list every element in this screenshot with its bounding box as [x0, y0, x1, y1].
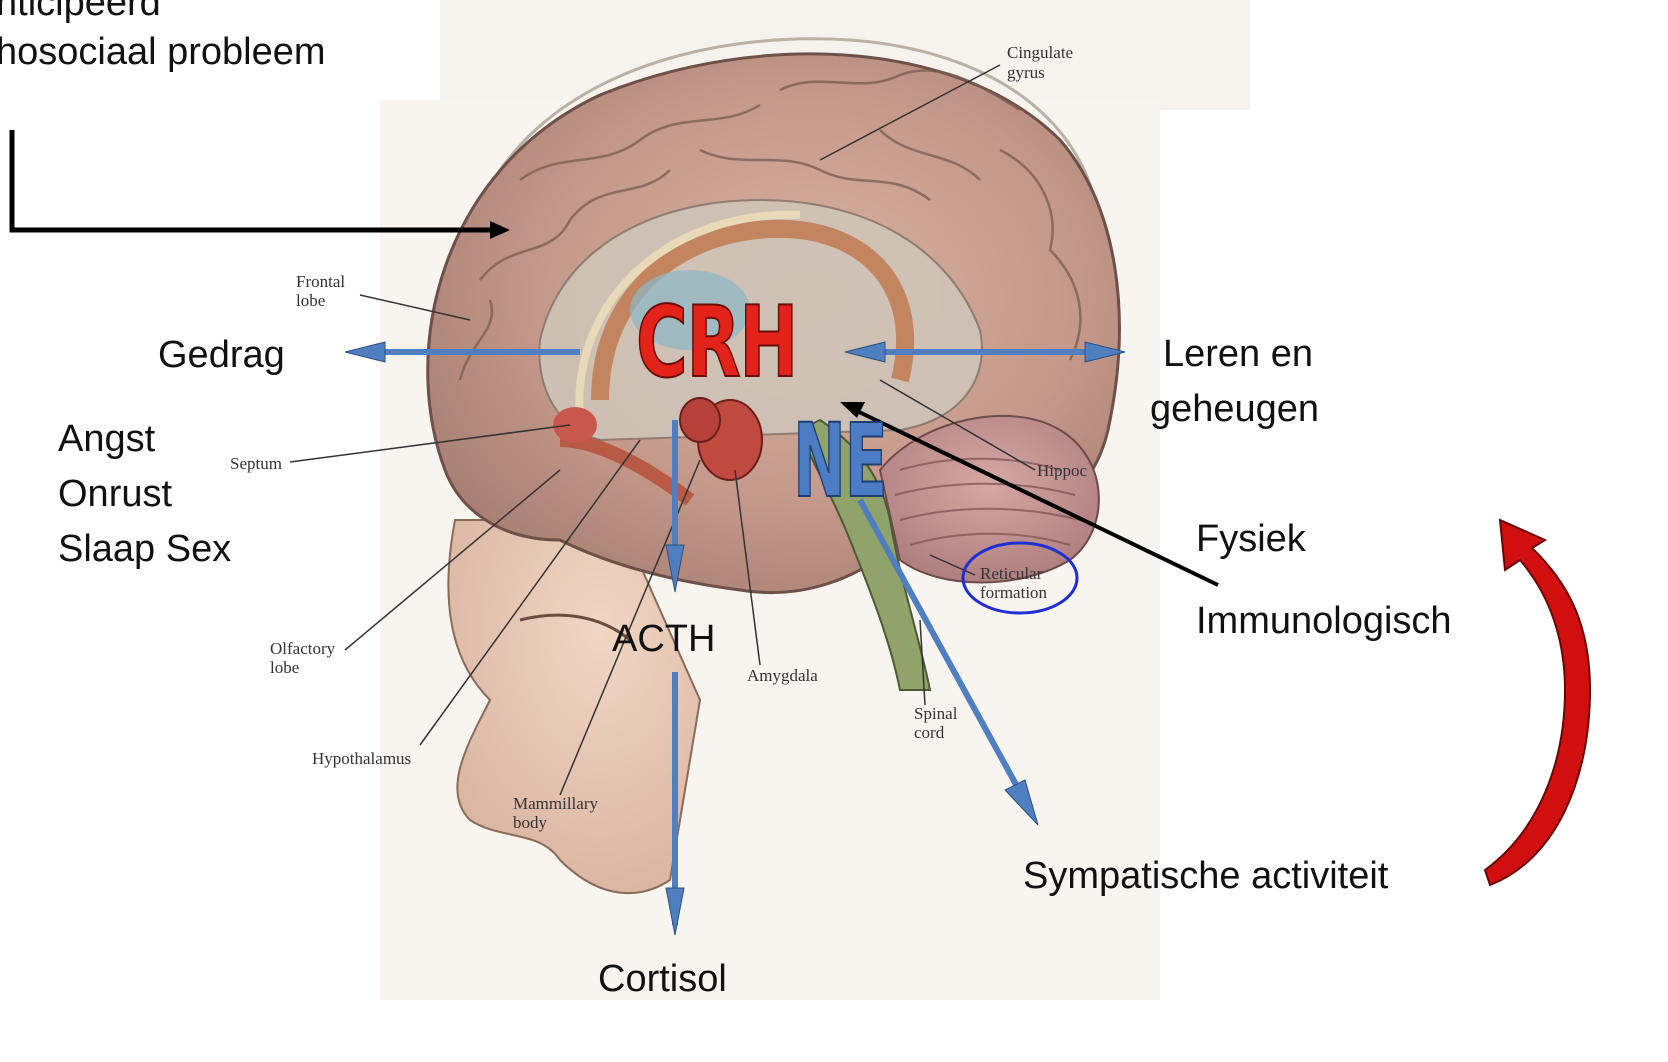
label-sympatische: Sympatische activiteit	[1023, 857, 1388, 895]
anat-reticular-2: formation	[980, 584, 1047, 602]
anat-mammillary-1: Mammillary	[513, 795, 598, 813]
label-slaap-sex: Slaap Sex	[58, 530, 231, 568]
label-leren: Leren en	[1163, 335, 1313, 373]
crh-label: CRH	[636, 286, 797, 400]
label-cortisol: Cortisol	[598, 960, 727, 998]
label-gedrag: Gedrag	[158, 336, 285, 374]
label-fysiek: Fysiek	[1196, 520, 1306, 558]
ne-label: NE	[793, 402, 887, 521]
label-onrust: Onrust	[58, 475, 172, 513]
anat-olfactory-1: Olfactory	[270, 640, 335, 658]
anat-spinal-2: cord	[914, 724, 944, 742]
anat-reticular-1: Reticular	[980, 565, 1042, 583]
anat-mammillary-2: body	[513, 814, 547, 832]
anat-cingulate-1: Cingulate	[1007, 44, 1073, 62]
label-geheugen: geheugen	[1150, 390, 1319, 428]
feedback-arrow	[1485, 520, 1590, 885]
anat-olfactory-2: lobe	[270, 659, 299, 677]
anat-spinal-1: Spinal	[914, 705, 957, 723]
label-angst: Angst	[58, 420, 155, 458]
header-line-1: nticipeerd	[0, 0, 161, 22]
anat-frontal-1: Frontal	[296, 273, 345, 291]
mammillary-shape	[680, 398, 720, 442]
anat-cingulate-2: gyrus	[1007, 64, 1045, 82]
anat-hypothalamus: Hypothalamus	[312, 750, 411, 768]
label-immunologisch: Immunologisch	[1196, 602, 1452, 640]
septum-shape	[553, 407, 597, 443]
label-acth: ACTH	[612, 620, 715, 658]
anat-amygdala: Amygdala	[747, 667, 818, 685]
anat-frontal-2: lobe	[296, 292, 325, 310]
anat-hippoc: Hippoc	[1037, 462, 1087, 480]
anat-septum: Septum	[230, 455, 282, 473]
header-line-2: hosociaal probleem	[0, 33, 326, 71]
